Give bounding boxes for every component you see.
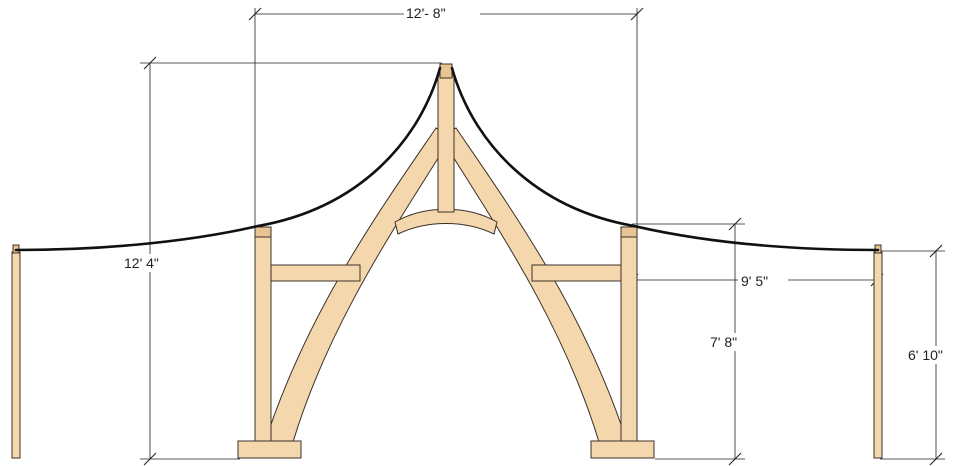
overall-height-label: 12' 4" [124, 255, 159, 271]
canopy-right-center [450, 66, 636, 228]
pole-height-label: 6' 10" [908, 347, 943, 363]
right-post-cap [620, 226, 638, 238]
span-label: 9' 5" [741, 273, 768, 289]
top-width-label: 12'- 8" [406, 5, 446, 21]
left-post-cap [254, 226, 272, 238]
canopy-left-outer [14, 224, 260, 252]
left-curved-brace [264, 127, 453, 443]
right-tent-pole [873, 251, 883, 459]
left-sill-block [237, 440, 302, 459]
left-post [254, 235, 272, 443]
arched-collar-tie [394, 208, 498, 235]
post-height-label: 7' 8" [710, 334, 737, 350]
canopy-right-outer [632, 224, 880, 252]
right-curved-brace [439, 127, 628, 443]
right-tie-beam [531, 264, 623, 282]
canopy-left-center [256, 66, 442, 228]
king-post-top [439, 63, 453, 79]
king-post [437, 75, 455, 213]
left-tie-beam [269, 264, 361, 282]
dimension-lines [140, 7, 945, 466]
left-tent-pole [11, 251, 21, 459]
right-post [620, 235, 638, 443]
right-sill-block [590, 440, 655, 459]
canopy [14, 66, 880, 252]
timber-frame [11, 63, 883, 459]
